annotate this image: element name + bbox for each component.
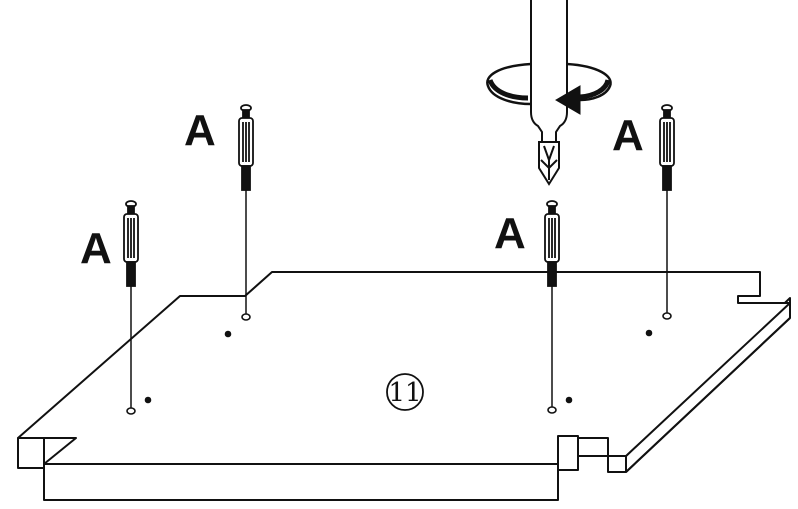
- guide-lines: [130, 190, 668, 408]
- screw-a-icon: [238, 104, 254, 191]
- screw-label-a: A: [612, 111, 644, 160]
- pin-hole: [565, 396, 573, 404]
- screw-a-icon: [659, 104, 675, 191]
- screw-label-a: A: [80, 224, 112, 273]
- panel-number: 11: [388, 378, 421, 408]
- rotate-clockwise-icon: [486, 62, 612, 115]
- screw-a-icon: [544, 200, 560, 287]
- hole: [126, 407, 136, 415]
- hole: [547, 406, 557, 414]
- screw-label-a: A: [494, 209, 526, 258]
- panel-holes: [126, 312, 672, 415]
- panel-board: [17, 271, 791, 501]
- screw-label-a: A: [184, 106, 216, 155]
- screwdriver-icon: [530, 0, 568, 186]
- hole: [662, 312, 672, 320]
- pin-hole: [224, 330, 232, 338]
- pin-hole: [645, 329, 653, 337]
- screw-a-icon: [123, 200, 139, 287]
- pin-hole: [144, 396, 152, 404]
- hole: [241, 313, 251, 321]
- panel-number-badge: 11: [386, 373, 424, 411]
